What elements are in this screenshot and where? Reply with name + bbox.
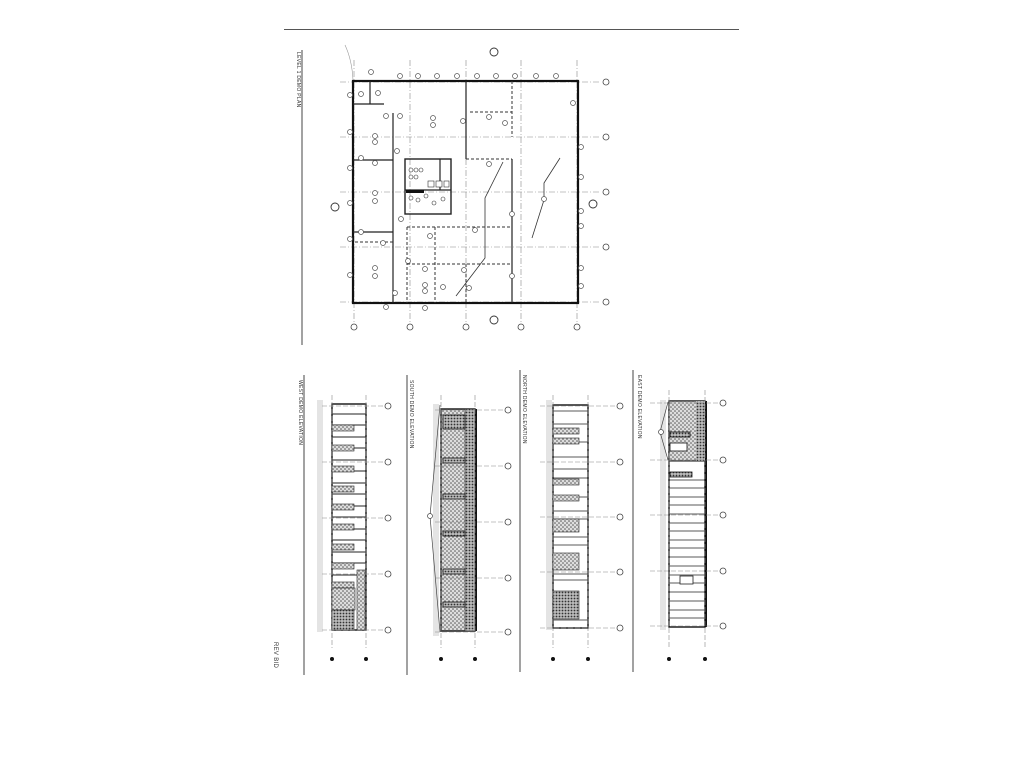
east-elevation-title: EAST DEMO ELEVATION [636, 375, 642, 439]
north-elevation-title: NORTH DEMO ELEVATION [521, 375, 527, 444]
sheet-top-border [284, 29, 739, 30]
south-demo-elevation [427, 395, 512, 661]
level-1-demo-plan [330, 44, 610, 331]
revision-label: REV BID [272, 642, 278, 669]
title-rules [301, 50, 634, 675]
west-elevation-title: WEST DEMO ELEVATION [297, 380, 303, 446]
plan-title: LEVEL 1 DEMO PLAN [295, 52, 301, 108]
plan-keynote-tags [347, 90, 584, 311]
north-demo-elevation [540, 395, 624, 661]
plan-grid-bubbles [350, 78, 610, 331]
section-markers [330, 47, 598, 325]
south-elevation-title: SOUTH DEMO ELEVATION [408, 380, 414, 449]
west-demo-elevation [317, 395, 392, 661]
east-demo-elevation [650, 390, 727, 661]
